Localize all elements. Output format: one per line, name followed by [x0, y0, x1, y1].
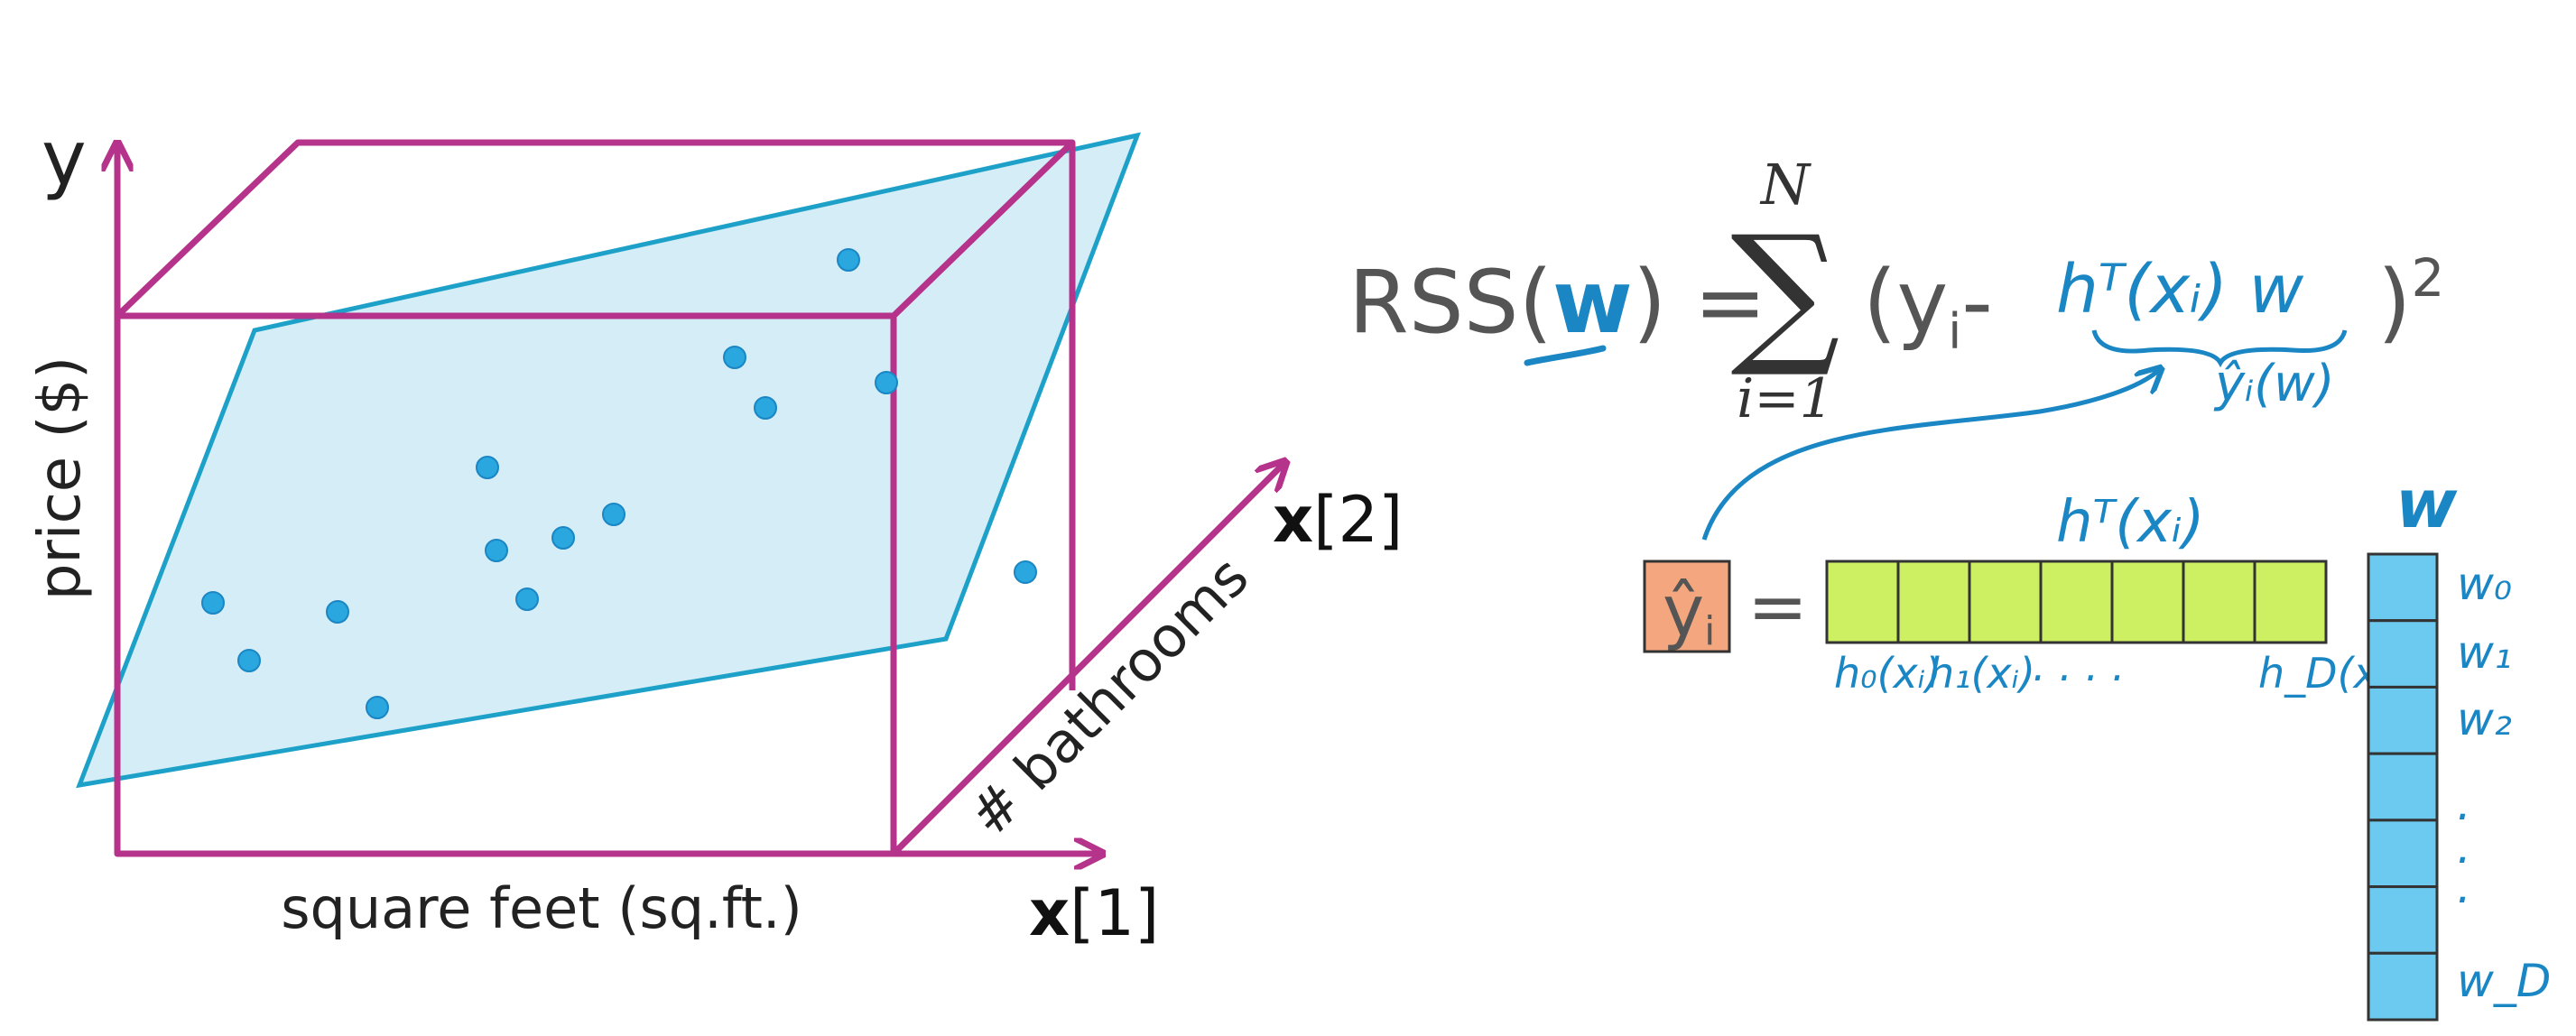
- row-cell: [2110, 560, 2185, 644]
- sum-lower: i=1: [1737, 367, 1834, 430]
- row-cell: [2039, 560, 2114, 644]
- col-cell: [2367, 685, 2439, 755]
- rss-suffix: ) =: [1633, 252, 1766, 353]
- sum-symbol: ∑: [1730, 203, 1839, 382]
- data-point: [551, 526, 575, 550]
- weight-label: .: [2457, 778, 2471, 830]
- matrix-equals: =: [1747, 565, 1808, 649]
- data-point: [326, 600, 349, 624]
- x1-bold: x: [1029, 876, 1070, 950]
- feature-row-vector: [1825, 560, 2328, 644]
- rss-equation: RSS(w) = N ∑ i=1 (yi- )2 hᵀ(xᵢ) w ŷᵢ(w): [1348, 152, 2444, 541]
- sum-upper: N: [1759, 152, 1812, 217]
- data-point: [366, 696, 389, 719]
- bathrooms-label: # bathrooms: [956, 543, 1261, 848]
- row-label-h1: h₁(xᵢ): [1928, 649, 2035, 698]
- w-col-label: w: [2395, 466, 2458, 543]
- row-label-h0: h₀(xᵢ): [1834, 649, 1941, 698]
- paren-y: (y: [1863, 252, 1948, 353]
- weight-column-vector: [2367, 552, 2439, 1022]
- price-label: price ($): [27, 356, 94, 600]
- col-cell: [2367, 951, 2439, 1022]
- col-cell: [2367, 552, 2439, 623]
- x2-bold: x: [1273, 483, 1313, 557]
- hT-label: hᵀ(xᵢ): [2056, 489, 2204, 556]
- yhat-box: [1643, 560, 1731, 653]
- rss-prefix: RSS(: [1348, 252, 1552, 353]
- weight-label: .: [2457, 821, 2471, 874]
- col-cell: [2367, 819, 2439, 889]
- row-label-dots: . . . .: [2033, 642, 2125, 690]
- row-cell: [1896, 560, 1971, 644]
- data-point: [837, 248, 860, 272]
- data-point: [1014, 560, 1037, 584]
- close-paren: )2: [2377, 247, 2444, 353]
- power-2: 2: [2411, 247, 2444, 309]
- hand-hT-xi-w: hᵀ(xᵢ) w: [2056, 251, 2304, 328]
- regression-plane: [76, 132, 1141, 789]
- data-point: [723, 346, 746, 369]
- weight-label: w_D: [2457, 955, 2551, 1007]
- data-point: [476, 456, 499, 479]
- data-point: [754, 396, 777, 420]
- weight-label: w₀: [2457, 558, 2512, 610]
- col-cell: [2367, 885, 2439, 955]
- data-point: [875, 371, 898, 394]
- sub-i: i: [1948, 303, 1961, 360]
- regression-3d-plot: y price ($) square feet (sq.ft.) # bathr…: [27, 114, 1403, 950]
- col-cell: [2367, 619, 2439, 689]
- underbrace: [2091, 329, 2348, 368]
- minus-sign: -: [1961, 252, 1993, 353]
- close-paren-text: ): [2377, 252, 2411, 353]
- row-cell: [1825, 560, 1900, 644]
- weight-labels: w₀ w₁ w₂... w_D: [2457, 558, 2551, 1007]
- x2-axis: [891, 464, 1283, 856]
- x2-label: x[2]: [1273, 483, 1403, 557]
- yhat-sub: i: [1704, 608, 1715, 654]
- col-cell: [2367, 752, 2439, 822]
- weight-label: w₂: [2457, 693, 2512, 745]
- weight-label: w₁: [2457, 626, 2512, 679]
- row-cell: [1968, 560, 2043, 644]
- weight-label: .: [2457, 861, 2471, 913]
- x2-index: [2]: [1313, 483, 1403, 557]
- x1-index: [1]: [1070, 876, 1159, 950]
- row-cell: [2253, 560, 2328, 644]
- sqft-label: square feet (sq.ft.): [281, 875, 802, 941]
- x1-label: x[1]: [1029, 876, 1159, 950]
- yhat-symbol: ŷi: [1663, 571, 1715, 654]
- data-point: [515, 587, 539, 611]
- rss-terms: (yi-: [1863, 252, 1993, 360]
- yhat-text: ŷ: [1663, 571, 1704, 652]
- data-point: [485, 539, 508, 562]
- matrix-form: ŷi = hᵀ(xᵢ) h₀(xᵢ) h₁(xᵢ) . . . . h_D(xᵢ…: [1643, 466, 2551, 1022]
- y-axis-label: y: [42, 114, 87, 202]
- row-cell: [2182, 560, 2256, 644]
- w-underline: [1524, 345, 1607, 366]
- data-point: [201, 591, 225, 615]
- data-points: [201, 248, 1037, 719]
- data-point: [237, 649, 261, 672]
- data-point: [602, 503, 625, 526]
- hand-yhat-w: ŷᵢ(w): [2213, 355, 2335, 413]
- rss-lhs: RSS(w) =: [1348, 252, 1766, 353]
- w-vector: w: [1552, 252, 1633, 353]
- annotation-arrow: [1701, 370, 2159, 541]
